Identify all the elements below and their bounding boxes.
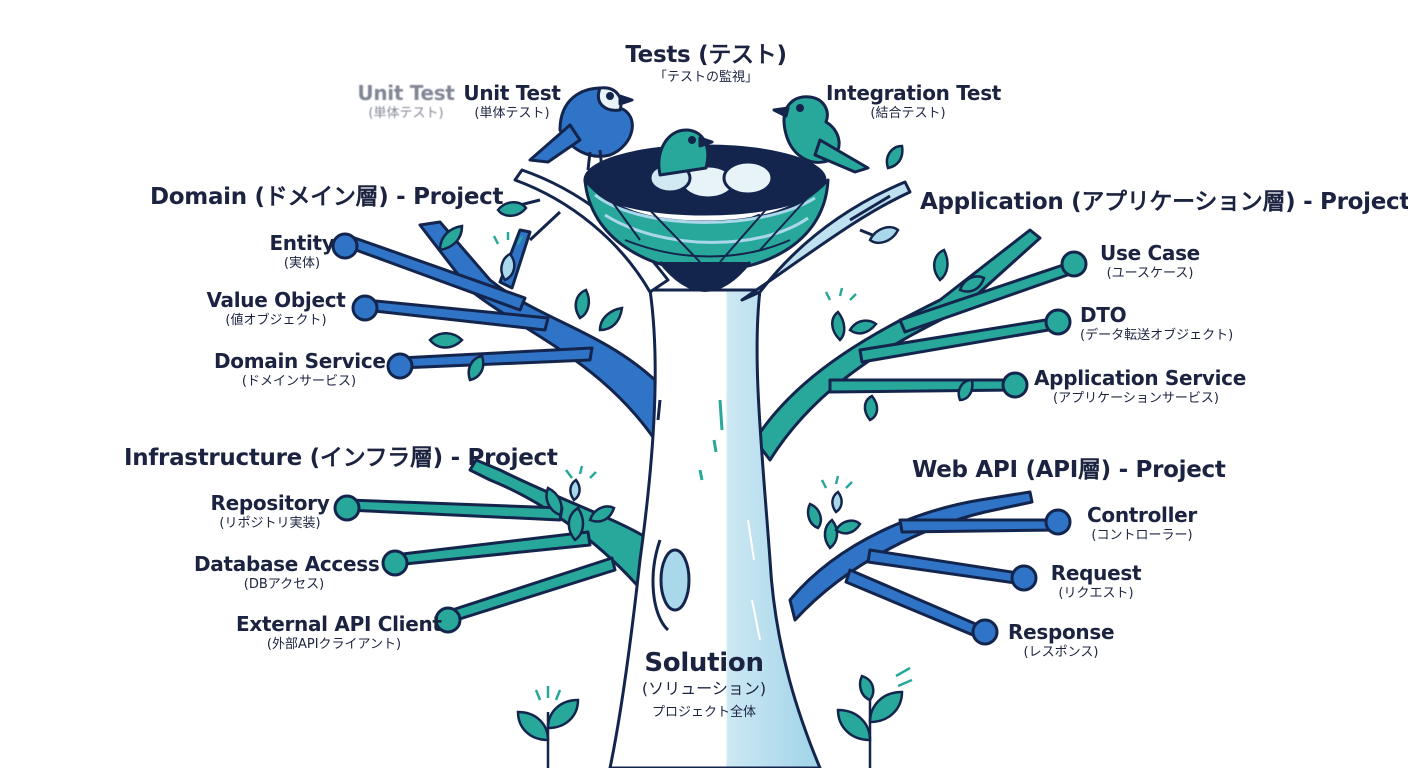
webapi-leaves	[806, 475, 862, 550]
solution-subtitle: (ソリューション)	[641, 679, 767, 698]
entity-title: Entity	[269, 231, 335, 255]
external-api-client-subtitle: (外部APIクライアント)	[266, 637, 402, 652]
value-object-subtitle: (値オブジェクト)	[225, 313, 327, 328]
unit-test-faded-label: Unit Test (単体テスト)	[356, 82, 456, 122]
webapi-nodes	[971, 508, 1072, 646]
dto-label: DTO	[1080, 304, 1130, 327]
application-section-title: Application (アプリケーション層) - Project	[920, 189, 1408, 216]
unit-test-title: Unit Test	[463, 81, 561, 105]
database-access-label: Database Access (DBアクセス)	[194, 552, 380, 593]
nest	[583, 128, 830, 292]
domain-section-title: Domain (ドメイン層) - Project	[150, 184, 504, 211]
external-api-client-node	[434, 606, 462, 634]
dto-subtitle-wrap: (データ転送オブジェクト)	[1080, 327, 1280, 344]
request-node	[1010, 564, 1038, 592]
repository-node	[333, 494, 361, 522]
integration-test-label: Integration Test (結合テスト)	[826, 81, 1002, 122]
database-access-title: Database Access	[194, 552, 380, 576]
domain-service-node	[386, 352, 414, 380]
unit-test-faded-subtitle: (単体テスト)	[368, 106, 444, 121]
external-api-client-title: External API Client	[236, 612, 442, 636]
domain-title: Domain (ドメイン層) - Project	[150, 184, 504, 210]
webapi-branch	[788, 490, 1060, 640]
use-case-subtitle: (ユースケース)	[1106, 266, 1194, 281]
external-api-client-label: External API Client (外部APIクライアント)	[236, 612, 442, 653]
tests-title: Tests (テスト)	[625, 42, 787, 68]
response-label: Response (レスポンス)	[1008, 620, 1115, 661]
repository-label: Repository (リポジトリ実装)	[210, 492, 330, 532]
application-title: Application (アプリケーション層) - Project	[920, 189, 1408, 215]
egg-right	[722, 160, 774, 196]
bird-right	[772, 95, 870, 180]
controller-subtitle: (コントローラー)	[1091, 528, 1193, 543]
controller-label: Controller (コントローラー)	[1072, 504, 1212, 544]
domain-leaves	[428, 224, 624, 382]
infrastructure-branch	[345, 458, 652, 624]
database-access-subtitle: (DBアクセス)	[243, 577, 325, 592]
infrastructure-title: Infrastructure (インフラ層) - Project	[124, 445, 558, 471]
repository-title: Repository	[210, 491, 330, 515]
integration-test-title: Integration Test	[826, 81, 1002, 105]
value-object-title: Value Object	[206, 288, 346, 312]
unit-test-label: Unit Test (単体テスト)	[459, 82, 565, 122]
response-subtitle: (レスポンス)	[1023, 645, 1099, 660]
repository-subtitle: (リポジトリ実装)	[219, 516, 321, 531]
bird-left	[528, 86, 634, 171]
request-title: Request	[1050, 561, 1142, 585]
entity-subtitle: (実体)	[283, 256, 321, 271]
value-object-label: Value Object (値オブジェクト)	[206, 289, 346, 329]
request-label: Request (リクエスト)	[1044, 562, 1148, 602]
application-service-title: Application Service	[1034, 366, 1246, 390]
response-title: Response	[1008, 620, 1115, 644]
tests-subtitle: 「テストの監視」	[653, 70, 758, 85]
value-object-node	[351, 294, 379, 322]
integration-test-subtitle: (結合テスト)	[870, 106, 946, 121]
domain-nodes	[331, 232, 414, 380]
ground-sprout-left	[516, 686, 580, 768]
application-leaves	[824, 248, 986, 422]
domain-branch	[343, 220, 657, 442]
domain-service-label: Domain Service (ドメインサービス)	[214, 349, 386, 390]
application-service-label: Application Service (アプリケーションサービス)	[1034, 366, 1246, 407]
dto-node	[1044, 308, 1072, 336]
controller-title: Controller	[1087, 503, 1197, 527]
webapi-title: Web API (API層) - Project	[912, 457, 1226, 483]
fork-leaves	[496, 144, 904, 244]
use-case-title: Use Case	[1100, 241, 1200, 265]
use-case-node	[1060, 250, 1088, 278]
domain-service-subtitle: (ドメインサービス)	[241, 374, 357, 389]
application-branch	[753, 228, 1078, 462]
request-subtitle: (リクエスト)	[1058, 586, 1134, 601]
response-node	[971, 618, 999, 646]
unit-test-subtitle: (単体テスト)	[474, 106, 550, 121]
dto-subtitle: (データ転送オブジェクト)	[1080, 328, 1234, 343]
application-service-node	[1001, 371, 1029, 399]
entity-label: Entity (実体)	[262, 232, 342, 272]
database-access-node	[381, 549, 409, 577]
tests-label: Tests (テスト) 「テストの監視」	[606, 42, 806, 86]
dto-title: DTO	[1080, 303, 1127, 327]
unit-test-faded-title: Unit Test	[357, 81, 455, 105]
infrastructure-section-title: Infrastructure (インフラ層) - Project	[124, 445, 558, 472]
solution-label: Solution (ソリューション) プロジェクト全体	[624, 648, 784, 721]
solution-note: プロジェクト全体	[651, 705, 756, 720]
infrastructure-leaves	[545, 465, 616, 542]
tree-trunk	[499, 168, 912, 768]
ground-sprout-right	[836, 666, 913, 768]
webapi-section-title: Web API (API層) - Project	[912, 457, 1226, 484]
application-service-subtitle: (アプリケーションサービス)	[1053, 391, 1219, 406]
infrastructure-nodes	[333, 494, 462, 634]
controller-node	[1044, 508, 1072, 536]
entity-node	[331, 232, 359, 260]
solution-title: Solution	[644, 648, 764, 678]
domain-service-title: Domain Service	[214, 349, 386, 373]
knothole	[659, 548, 691, 612]
use-case-label: Use Case (ユースケース)	[1090, 242, 1210, 282]
application-nodes	[1001, 250, 1088, 399]
